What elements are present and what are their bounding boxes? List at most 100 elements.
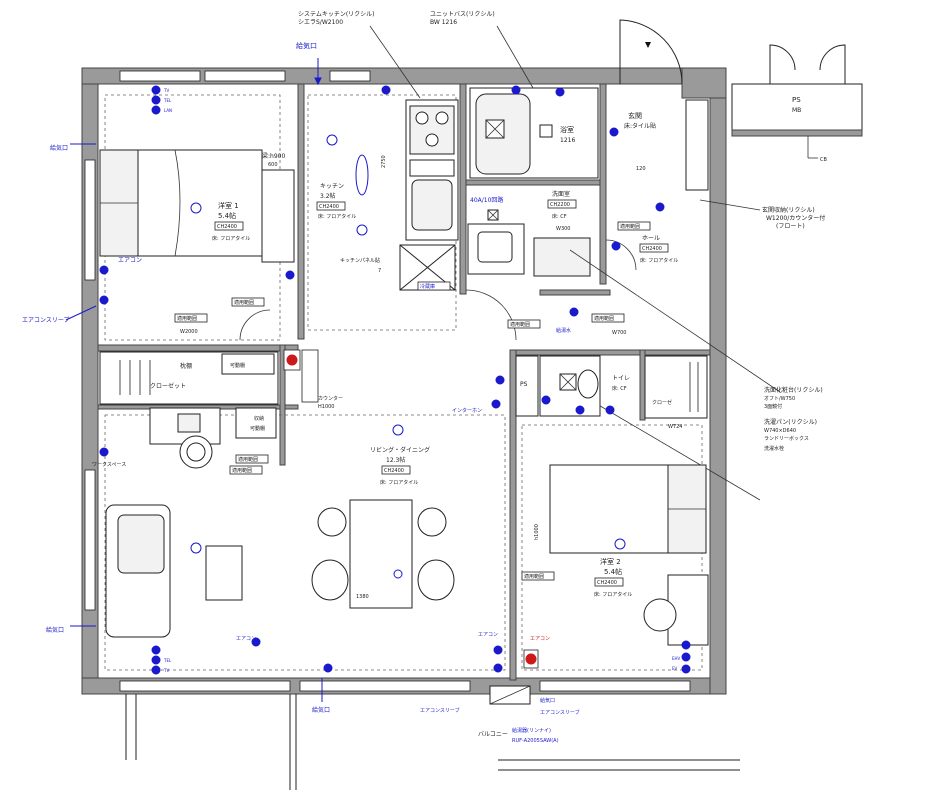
storage-label: 収納 (254, 415, 264, 422)
dim-h1000: H1000 (318, 404, 334, 410)
dining-table (349, 499, 413, 609)
ld-floor: 床: フロアタイル (380, 479, 418, 486)
wash-basin-label: 洗面化粧台(リクシル) (764, 386, 823, 394)
system-kitchen-size: シエラS/W2100 (298, 19, 343, 26)
washer-pan-label: 洗濯パン(リクシル) (764, 418, 817, 426)
supply-vent-left: 給気口 (50, 144, 68, 152)
work-space-label: ワークスペース (92, 462, 126, 468)
wash-room: 40A/10回路 洗面室 CH2200 床: CF W300 (465, 190, 591, 341)
low-table (205, 545, 243, 601)
intercom-label: インターホン (452, 407, 482, 414)
tag-b: 適用範囲 (234, 299, 254, 306)
kitchen-label: キッチン (320, 183, 344, 190)
balcony-label: バルコニー (478, 731, 508, 738)
ld-ch: CH2400 (384, 468, 404, 474)
western1-size: 5.4帖 (218, 211, 236, 220)
ev-label: EV (672, 666, 678, 671)
western1-floor: 床: フロアタイル (212, 235, 250, 242)
balcony: エアコンスリーブ 給気口 エアコンスリーブ バルコニー 給湯器(リンナイ) RU… (125, 685, 740, 790)
entrance-label: 玄関 (628, 111, 642, 120)
dim-600: 600 (268, 162, 278, 168)
supply-vent-left2: 給気口 (46, 626, 64, 634)
shoe-storage-sub: (フロート) (776, 223, 805, 230)
ps-area: PS MB CB (731, 44, 863, 163)
water-heater-label: 給湯器(リンナイ) (512, 727, 551, 734)
ps2-box (515, 355, 539, 417)
wash-floor: 床: CF (552, 213, 567, 220)
wash-ch: CH2200 (550, 202, 570, 208)
dim-w2000: W2000 (180, 329, 198, 335)
aircon-sleeve-bottom: エアコンスリーブ (420, 707, 460, 714)
kitchen-ch: CH2400 (319, 204, 339, 210)
tag-h: 適用範囲 (524, 573, 544, 580)
ceiling-height-label: 梁:h900 (262, 152, 285, 160)
washer-pan-sub2: 洗濯水栓 (764, 445, 784, 452)
tag-d: 適用範囲 (238, 456, 258, 463)
aircon-label-3: エアコン (478, 632, 498, 638)
western2-label: 洋室 2 (600, 557, 621, 566)
stove (409, 105, 455, 155)
aircon-label-red: エアコン (530, 636, 550, 642)
washer-pan-spec: W740×D640 (764, 428, 796, 434)
kitchen-size: 3.2帖 (320, 192, 336, 200)
tag-c: 適用範囲 (232, 467, 252, 474)
kitchen-panel-label: キッチンパネル貼 (340, 257, 380, 264)
unit-bath-label: ユニットバス(リクシル) (430, 11, 495, 18)
hall-ch: CH2400 (642, 246, 662, 252)
shoe-storage-size: W1200/カウンター付 (766, 214, 825, 222)
ld-size: 12.3帖 (386, 456, 405, 464)
kitchen: キッチン 3.2帖 CH2400 床: フロアタイル 2750 キッチンパネル貼… (316, 99, 459, 291)
top-annotations: システムキッチン(リクシル) シエラS/W2100 ユニットバス(リクシル) B… (296, 11, 541, 101)
tag-e: 適用範囲 (620, 223, 640, 230)
supply-vent-bottom: 給気口 (312, 706, 330, 714)
tel-label: TEL (163, 98, 172, 103)
tag-a: 適用範囲 (177, 315, 197, 322)
shoe-storage-label: 玄関収納(リクシル) (762, 206, 815, 214)
closet-workspace: 枕棚 クローゼット 可動棚 収納 可動棚 ワークスペース 適用範囲 適用範囲 カ… (92, 349, 343, 475)
wash-basin-spec: オフト/W750 (764, 396, 795, 402)
toilet-area: PS トイレ 床: CF クローゼ W724 適用範囲 適用範囲 W700 給湯… (452, 313, 708, 430)
dim-120: 120 (636, 166, 646, 172)
wash-basin-sub: 3面鏡付 (764, 403, 782, 410)
interior-walls (97, 83, 711, 681)
ehv-label: EHV (672, 656, 681, 661)
wash-basin (533, 237, 591, 277)
outlet-symbols: TV TEL LAN TEL TV EHV EV (99, 85, 691, 675)
ps2-label: PS (520, 381, 528, 388)
lan-label: LAN (164, 108, 172, 113)
dim-1380: 1380 (356, 594, 369, 600)
washer-pan-sub: ランドリーボックス (764, 435, 809, 442)
water-heater-spec: RUF-A2005SAW(A) (512, 738, 559, 744)
aircon-label-1: エアコン (118, 257, 142, 264)
bathroom: 浴室 1216 (469, 87, 599, 179)
tel-label-2: TEL (163, 658, 172, 663)
dim-w724: W724 (668, 424, 683, 430)
aircon-label-2: エアコン (236, 636, 256, 642)
aircon-sleeve-bottom2: エアコンスリーブ (540, 709, 580, 716)
dim-7: 7 (378, 268, 381, 274)
ps-label: PS (792, 96, 801, 104)
toilet-label: トイレ (612, 375, 630, 382)
system-kitchen-label: システムキッチン(リクシル) (298, 11, 375, 18)
hall-label: ホール (642, 235, 660, 242)
w2-floor: 床: フロアタイル (594, 591, 632, 598)
dim-w300: W300 (556, 226, 571, 232)
western-room-2: 洋室 2 5.4帖 CH2400 床: フロアタイル 適用範囲 h1000 エア… (478, 464, 709, 669)
bath-size: 1216 (560, 137, 575, 144)
closet-label: クローゼット (150, 382, 186, 390)
entrance-hall: 玄関 床:タイル貼 玄関収納(リクシル) W1200/カウンター付 (フロート)… (605, 99, 825, 271)
ps-sub-label: MB (792, 107, 801, 114)
closet2-label: クローゼ (652, 399, 672, 406)
western-room-1: 洋室 1 5.4帖 CH2400 床: フロアタイル 梁:h900 600 給気… (22, 143, 295, 341)
cold-storage-label: 冷蔵庫 (420, 283, 435, 290)
tv-label: TV (163, 88, 169, 93)
unit-bath-size: BW 1216 (430, 19, 457, 26)
bath-label: 浴室 (560, 125, 574, 134)
western2-size: 5.4帖 (604, 567, 622, 576)
tag-g: 適用範囲 (594, 315, 614, 322)
fixed-shelf-label: 可動棚 (230, 362, 245, 369)
breaker-label: 40A/10回路 (470, 196, 503, 204)
counter-label: カウンター (318, 395, 343, 402)
cb-label: CB (820, 157, 827, 163)
